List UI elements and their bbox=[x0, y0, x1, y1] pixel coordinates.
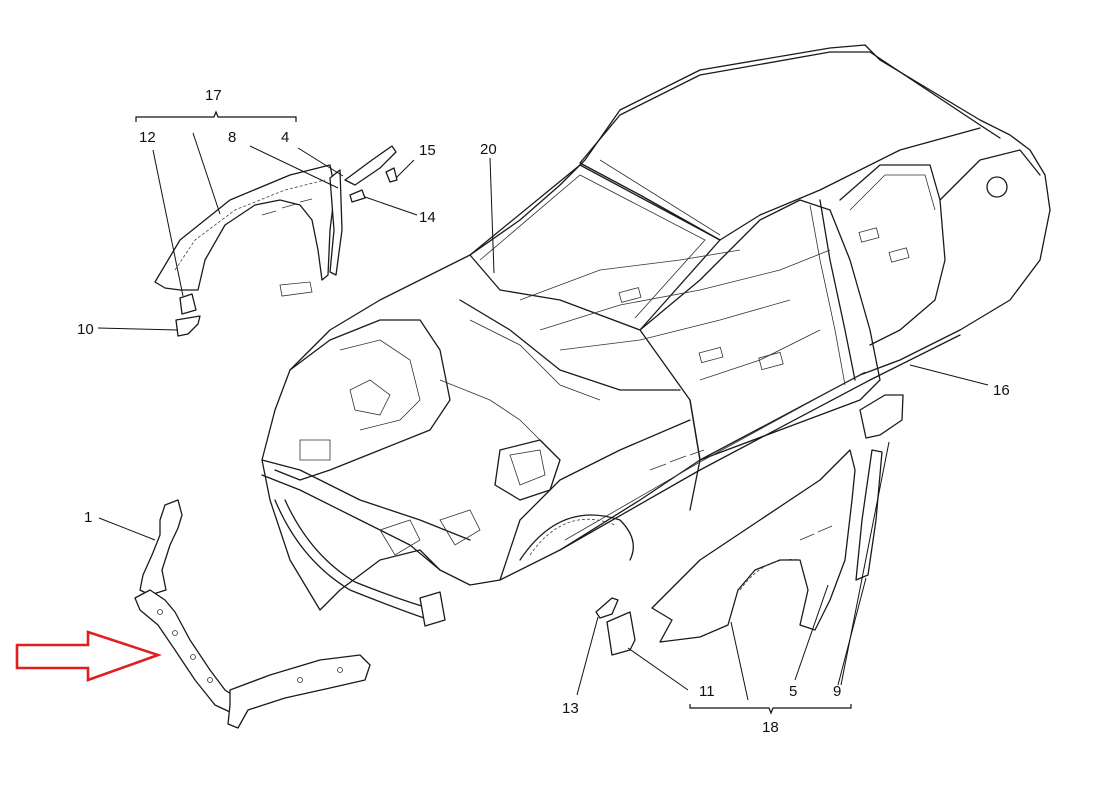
label-15: 15 bbox=[419, 142, 436, 159]
part-1-front-crossmember bbox=[134, 499, 371, 729]
label-1: 1 bbox=[84, 509, 93, 526]
label-20: 20 bbox=[480, 141, 497, 158]
highlight-arrow bbox=[15, 630, 163, 682]
group-17-brace bbox=[135, 110, 297, 122]
group-18-brace bbox=[689, 704, 852, 715]
label-11: 11 bbox=[699, 683, 715, 700]
leader-lines bbox=[97, 132, 989, 701]
body-shell bbox=[261, 44, 1051, 627]
label-12: 12 bbox=[139, 129, 156, 146]
label-10: 10 bbox=[77, 321, 94, 338]
part-18-fender-right bbox=[595, 394, 904, 656]
label-9: 9 bbox=[833, 683, 842, 700]
label-5: 5 bbox=[789, 683, 798, 700]
label-14: 14 bbox=[419, 209, 436, 226]
label-16: 16 bbox=[993, 382, 1010, 399]
label-18: 18 bbox=[762, 719, 779, 736]
part-17-fender-left bbox=[154, 145, 398, 337]
label-4: 4 bbox=[281, 129, 290, 146]
label-17: 17 bbox=[205, 87, 222, 104]
label-8: 8 bbox=[228, 129, 237, 146]
label-13: 13 bbox=[562, 700, 579, 717]
